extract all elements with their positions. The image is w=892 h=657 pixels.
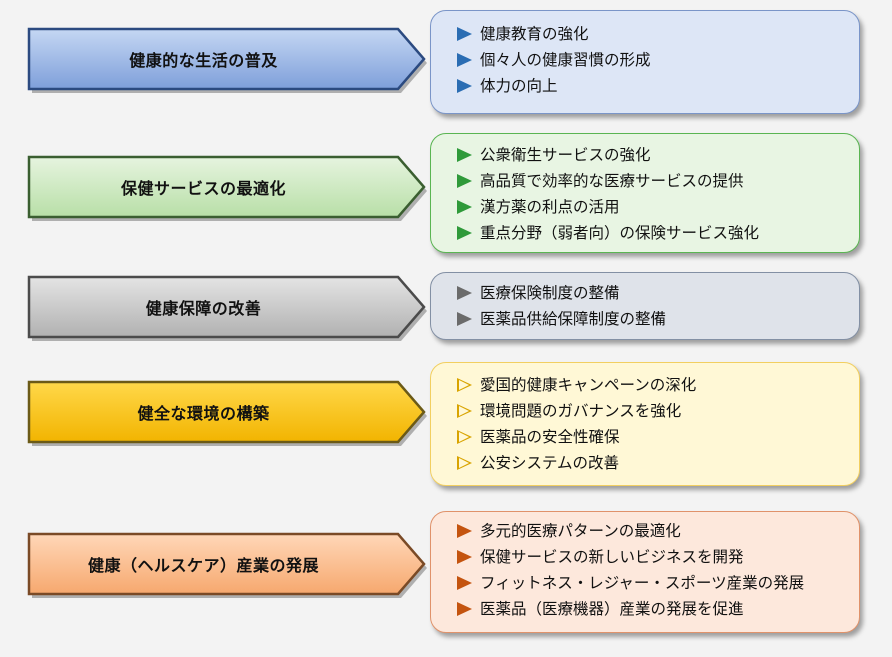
item-text: 愛国的健康キャンペーンの深化 bbox=[480, 376, 697, 394]
item-text: 医薬品供給保障制度の整備 bbox=[480, 310, 667, 328]
item-text: フィットネス・レジャー・スポーツ産業の発展 bbox=[480, 574, 805, 592]
arrow-path-4 bbox=[27, 532, 426, 596]
triangle-bullet-icon bbox=[457, 430, 472, 444]
arrow-path-2 bbox=[27, 275, 426, 339]
list-item: 漢方薬の利点の活用 bbox=[457, 194, 859, 220]
item-text: 公衆衛生サービスの強化 bbox=[480, 146, 651, 164]
list-item: 医療保険制度の整備 bbox=[457, 280, 859, 306]
list-item: 重点分野（弱者向）の保険サービス強化 bbox=[457, 220, 859, 246]
list-item: 公安システムの改善 bbox=[457, 450, 859, 476]
list-item: 健康教育の強化 bbox=[457, 21, 859, 47]
item-text: 高品質で効率的な医療サービスの提供 bbox=[480, 172, 744, 190]
category-arrow-3: 健全な環境の構築 bbox=[26, 378, 427, 446]
category-label: 健全な環境の構築 bbox=[137, 404, 270, 423]
list-item: 個々人の健康習慣の形成 bbox=[457, 47, 859, 73]
arrow-shape-0 bbox=[27, 27, 427, 93]
item-text: 医薬品の安全性確保 bbox=[480, 428, 620, 446]
arrow-shape-1 bbox=[27, 155, 427, 221]
category-arrow-2: 健康保障の改善 bbox=[26, 273, 427, 341]
category-arrow-1: 保健サービスの最適化 bbox=[26, 153, 427, 221]
category-items-box-0: 健康教育の強化 個々人の健康習慣の形成 体力の向上 bbox=[430, 10, 860, 114]
category-label: 健康（ヘルスケア）産業の発展 bbox=[87, 556, 319, 575]
list-item: 医薬品（医療機器）産業の発展を促進 bbox=[457, 596, 859, 622]
arrow-shape-4 bbox=[27, 532, 427, 598]
arrow-shape-3 bbox=[27, 380, 427, 446]
arrow-path-1 bbox=[27, 155, 426, 219]
item-text: 公安システムの改善 bbox=[480, 454, 620, 472]
category-label: 健康保障の改善 bbox=[145, 299, 262, 318]
list-item: 医薬品供給保障制度の整備 bbox=[457, 306, 859, 332]
triangle-bullet-icon bbox=[457, 524, 472, 538]
list-item: 環境問題のガバナンスを強化 bbox=[457, 398, 859, 424]
triangle-bullet-icon bbox=[457, 456, 472, 470]
category-items-box-3: 愛国的健康キャンペーンの深化 環境問題のガバナンスを強化 医薬品の安全性確保 公… bbox=[430, 362, 860, 486]
list-item: 保健サービスの新しいビジネスを開発 bbox=[457, 544, 859, 570]
list-item: 体力の向上 bbox=[457, 73, 859, 99]
list-item: 多元的医療パターンの最適化 bbox=[457, 518, 859, 544]
item-text: 健康教育の強化 bbox=[480, 25, 589, 43]
triangle-bullet-icon bbox=[457, 174, 472, 188]
triangle-bullet-icon bbox=[457, 200, 472, 214]
item-text: 環境問題のガバナンスを強化 bbox=[480, 402, 682, 420]
category-arrow-0: 健康的な生活の普及 bbox=[26, 25, 427, 93]
list-item: 医薬品の安全性確保 bbox=[457, 424, 859, 450]
list-item: 愛国的健康キャンペーンの深化 bbox=[457, 372, 859, 398]
list-item: 高品質で効率的な医療サービスの提供 bbox=[457, 168, 859, 194]
item-text: 医薬品（医療機器）産業の発展を促進 bbox=[480, 600, 744, 618]
triangle-bullet-icon bbox=[457, 286, 472, 300]
category-arrow-4: 健康（ヘルスケア）産業の発展 bbox=[26, 530, 427, 598]
item-text: 体力の向上 bbox=[480, 77, 558, 95]
arrow-shape-2 bbox=[27, 275, 427, 341]
arrow-path-3 bbox=[27, 380, 426, 444]
item-text: 漢方薬の利点の活用 bbox=[480, 198, 620, 216]
category-items-box-1: 公衆衛生サービスの強化 高品質で効率的な医療サービスの提供 漢方薬の利点の活用 … bbox=[430, 133, 860, 253]
triangle-bullet-icon bbox=[457, 148, 472, 162]
category-label: 健康的な生活の普及 bbox=[129, 51, 278, 70]
triangle-bullet-icon bbox=[457, 79, 472, 93]
triangle-bullet-icon bbox=[457, 576, 472, 590]
triangle-bullet-icon bbox=[457, 53, 472, 67]
triangle-bullet-icon bbox=[457, 312, 472, 326]
triangle-bullet-icon bbox=[457, 404, 472, 418]
arrow-path-0 bbox=[27, 27, 426, 91]
item-text: 多元的医療パターンの最適化 bbox=[480, 522, 681, 540]
item-text: 重点分野（弱者向）の保険サービス強化 bbox=[480, 224, 760, 242]
list-item: フィットネス・レジャー・スポーツ産業の発展 bbox=[457, 570, 859, 596]
triangle-bullet-icon bbox=[457, 226, 472, 240]
list-item: 公衆衛生サービスの強化 bbox=[457, 142, 859, 168]
triangle-bullet-icon bbox=[457, 27, 472, 41]
category-items-box-4: 多元的医療パターンの最適化 保健サービスの新しいビジネスを開発 フィットネス・レ… bbox=[430, 511, 860, 633]
item-text: 医療保険制度の整備 bbox=[480, 284, 620, 302]
item-text: 保健サービスの新しいビジネスを開発 bbox=[480, 548, 744, 566]
triangle-bullet-icon bbox=[457, 550, 472, 564]
item-text: 個々人の健康習慣の形成 bbox=[480, 51, 651, 69]
category-label: 保健サービスの最適化 bbox=[120, 179, 286, 198]
triangle-bullet-icon bbox=[457, 378, 472, 392]
triangle-bullet-icon bbox=[457, 602, 472, 616]
category-items-box-2: 医療保険制度の整備 医薬品供給保障制度の整備 bbox=[430, 272, 860, 340]
